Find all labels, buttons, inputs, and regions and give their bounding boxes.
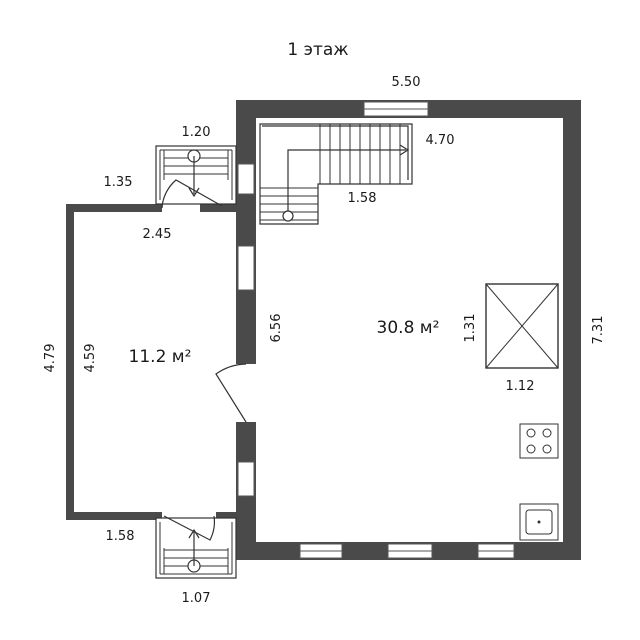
dim-stair-length: 4.70 (426, 133, 455, 148)
dim-porch-top-depth: 1.35 (104, 175, 133, 190)
dim-chimney-width: 1.12 (506, 379, 535, 394)
dim-main-inner-height: 6.56 (269, 314, 284, 343)
dim-vestibule-outer-height: 4.79 (43, 344, 58, 373)
chimney (485, 283, 559, 369)
dim-porch-bottom-depth: 1.58 (106, 529, 135, 544)
windows-bottom (299, 543, 515, 559)
dim-top-width: 5.50 (392, 75, 421, 90)
floor-title: 1 этаж (287, 40, 348, 60)
porch-bottom (155, 515, 237, 579)
partition-door-gap (236, 364, 256, 422)
main-room-area: 30.8 м² (377, 318, 440, 338)
sink-icon (519, 503, 559, 541)
vestibule-walls (66, 204, 240, 520)
vestibule-area: 11.2 м² (129, 347, 192, 367)
dim-porch-bottom-width: 1.07 (182, 591, 211, 606)
stove-icon (519, 423, 559, 459)
dim-main-outer-height: 7.31 (591, 316, 606, 345)
dim-vestibule-inner-height: 4.59 (83, 344, 98, 373)
dim-vestibule-top: 2.45 (143, 227, 172, 242)
dim-chimney-height: 1.31 (463, 314, 478, 343)
porch-top (155, 145, 237, 209)
dim-stair-landing: 1.58 (348, 191, 377, 206)
partition-door-swing (215, 363, 247, 423)
windows-partition (237, 163, 255, 497)
staircase (259, 123, 413, 225)
dim-porch-top-width: 1.20 (182, 125, 211, 140)
